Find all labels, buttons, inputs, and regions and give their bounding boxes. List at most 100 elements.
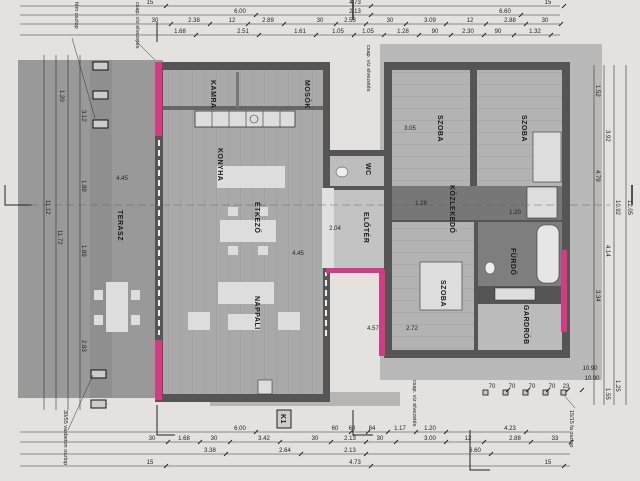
dimension-label: 2.72: [406, 326, 418, 332]
dimension-label: 6.00: [234, 9, 246, 15]
note-concrete-column: 30/55 vasbeton oszlop: [62, 410, 68, 465]
dimension-tick: [548, 32, 554, 38]
dimension-label: 90: [495, 29, 502, 35]
dimension-label: 1.89: [80, 245, 86, 257]
room-label-szoba-3: SZOBA: [439, 280, 446, 307]
bathtub: [536, 224, 560, 284]
dimension-tick: [448, 32, 454, 38]
dimension-label: 6.60: [469, 448, 481, 454]
dimension-label: 2.30: [462, 29, 474, 35]
dimension-tick: [168, 21, 174, 27]
dimension-label: 30: [149, 436, 156, 442]
dimension-tick: [368, 3, 374, 9]
room-label-szoba-2: SZOBA: [520, 115, 527, 142]
dimension-tick: [579, 387, 585, 393]
dimension-tick: [281, 21, 287, 27]
dimension-label: 4.45: [292, 251, 304, 257]
dimension-label: 15: [147, 460, 154, 466]
dimension-tick: [568, 439, 574, 445]
room-label-wc: WC: [364, 163, 371, 176]
dimension-label: 4.79: [594, 170, 600, 182]
dimension-tick: [416, 32, 422, 38]
bed: [532, 131, 562, 183]
section-marker: [352, 410, 373, 436]
dining-chair: [258, 207, 268, 216]
chimney-k1: [276, 409, 292, 429]
dimension-tick: [351, 32, 357, 38]
dimension-label: 1.52: [594, 85, 600, 97]
note-wood-column: 15/15 fa oszlop: [568, 410, 574, 447]
dimension-label: 3.38: [204, 448, 216, 454]
terrace-posts: [90, 61, 109, 409]
dimension-label: 2.88: [504, 18, 516, 24]
leader-line: [563, 394, 576, 409]
dimension-tick: [253, 429, 259, 435]
terrace-inner: [90, 60, 112, 398]
dimension-label: 30: [317, 18, 324, 24]
dimension-tick: [227, 439, 233, 445]
dimension-tick: [223, 451, 229, 457]
dimension-tick: [197, 439, 203, 445]
dimension-tick: [518, 12, 524, 18]
dimension-label: 60: [349, 426, 356, 432]
dimension-label: 1.05: [362, 29, 374, 35]
dimension-label: 4.14: [604, 245, 610, 257]
dimension-tick: [523, 429, 529, 435]
dimension-label: 70: [549, 384, 556, 390]
terrace-chair: [94, 315, 103, 325]
dimension-tick: [561, 463, 567, 469]
room-label-kozlekedo: KÖZLEKEDŐ: [448, 185, 457, 234]
dimension-label: 1.28: [397, 29, 409, 35]
dimension-label: 6.60: [499, 9, 511, 15]
dimension-label: 10.90: [584, 376, 600, 382]
dimension-label: 2.53: [344, 18, 356, 24]
dimension-label: 2.13: [344, 448, 356, 454]
section-marker: [156, 405, 175, 436]
dimension-label: 3.92: [604, 130, 610, 142]
dimension-label: 1.55: [604, 388, 610, 400]
closet-niche: [526, 186, 558, 219]
dimension-tick: [348, 429, 354, 435]
dining-chair: [228, 246, 238, 255]
dimension-label: 10.92: [614, 200, 620, 216]
stove: [257, 379, 273, 395]
dimension-label: 6.00: [234, 426, 246, 432]
dimension-tick: [207, 21, 213, 27]
dimension-tick: [483, 21, 489, 27]
kitchen-island: [217, 166, 285, 188]
dimension-label: 1.68: [174, 29, 186, 35]
dimension-label: 30: [377, 436, 384, 442]
dimension-lines: [20, 5, 627, 467]
dimension-tick: [528, 439, 534, 445]
room-label-k1: K1: [279, 414, 286, 424]
dimension-label: 2.13: [349, 9, 361, 15]
dimension-label: 3.12: [80, 110, 86, 122]
dimension-tick: [277, 439, 283, 445]
dimension-tick: [481, 439, 487, 445]
wc-toilet: [335, 166, 349, 178]
dimension-label: 2.51: [237, 29, 249, 35]
dimension-label: 1.68: [178, 436, 190, 442]
dimension-label: 60: [332, 426, 339, 432]
terrace-chair: [94, 290, 103, 300]
dimension-tick: [381, 32, 387, 38]
note-drain-mid: csap. víz elvezetés: [365, 45, 371, 92]
dimension-label: 1.61: [294, 29, 306, 35]
armchair: [278, 312, 300, 330]
dimension-label: 1.89: [80, 180, 86, 192]
armchair: [188, 312, 210, 330]
dimension-label: 4.73: [349, 0, 361, 6]
entry-door-strip: [322, 188, 334, 268]
sofa: [218, 282, 274, 304]
leader-line: [67, 374, 94, 431]
dining-table: [220, 220, 276, 242]
dimension-label: 12: [465, 436, 472, 442]
dimension-label: 4.45: [116, 176, 128, 182]
dimension-label: 33: [552, 436, 559, 442]
dimension-label: 30: [211, 436, 218, 442]
dimension-label: 3.09: [424, 18, 436, 24]
dimension-label: 15: [147, 0, 154, 6]
dimension-tick: [385, 429, 391, 435]
dimension-label: 1.32: [529, 29, 541, 35]
highlighted-wall: [155, 62, 162, 136]
